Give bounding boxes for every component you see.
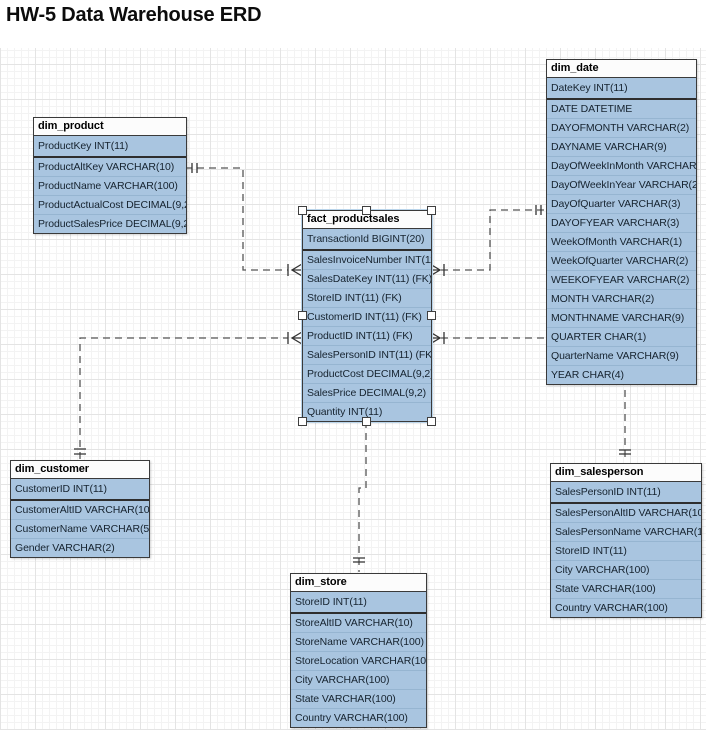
field-row[interactable]: Country VARCHAR(100) — [551, 598, 701, 617]
field-row[interactable]: CustomerAltID VARCHAR(10) — [15, 504, 149, 516]
field-row[interactable]: Gender VARCHAR(2) — [11, 538, 149, 557]
selection-handle[interactable] — [298, 311, 307, 320]
field-row[interactable]: StoreAltID VARCHAR(10) — [295, 617, 413, 629]
fields-section: ProductAltKey VARCHAR(10) ProductName VAR… — [34, 158, 186, 233]
field-row[interactable]: DayOfWeekInYear VARCHAR(2) — [547, 175, 696, 194]
selection-handle[interactable] — [298, 206, 307, 215]
field-row[interactable]: Country VARCHAR(100) — [291, 708, 426, 727]
field-row[interactable]: SalesPersonID INT(11) (FK) — [303, 345, 431, 364]
pk-section: StoreID INT(11) — [291, 592, 426, 614]
field-row[interactable]: SalesPersonID INT(11) — [555, 486, 661, 498]
pk-section: TransactionId BIGINT(20) — [303, 229, 431, 251]
field-row[interactable]: State VARCHAR(100) — [291, 689, 426, 708]
field-row[interactable]: QuarterName VARCHAR(9) — [547, 346, 696, 365]
fields-section: SalesPersonAltID VARCHAR(10) SalesPersonN… — [551, 504, 701, 617]
selection-handle[interactable] — [362, 417, 371, 426]
field-row[interactable]: DayOfWeekInMonth VARCHAR(2) — [547, 156, 696, 175]
field-row[interactable]: StoreID INT(11) (FK) — [303, 288, 431, 307]
fields-section: CustomerAltID VARCHAR(10) CustomerName VA… — [11, 501, 149, 557]
field-row[interactable]: ProductName VARCHAR(100) — [34, 176, 186, 195]
field-row[interactable]: DateKey INT(11) — [551, 82, 628, 94]
pk-section: DateKey INT(11) — [547, 78, 696, 100]
entity-dim-customer[interactable]: dim_customer CustomerID INT(11) Customer… — [10, 460, 150, 558]
field-row[interactable]: ProductID INT(11) (FK) — [303, 326, 431, 345]
pk-section: CustomerID INT(11) — [11, 479, 149, 501]
field-row[interactable]: SalesPrice DECIMAL(9,2) — [303, 383, 431, 402]
field-row[interactable]: WeekOfQuarter VARCHAR(2) — [547, 251, 696, 270]
field-row[interactable]: StoreLocation VARCHAR(100) — [291, 651, 426, 670]
field-row[interactable]: WeekOfMonth VARCHAR(1) — [547, 232, 696, 251]
table-title[interactable]: fact_productsales — [303, 211, 431, 229]
fields-section: StoreAltID VARCHAR(10) StoreName VARCHAR(… — [291, 614, 426, 727]
fields-section: SalesInvoiceNumber INT(11) SalesDateKey I… — [303, 251, 431, 421]
entity-fact-productsales[interactable]: fact_productsales TransactionId BIGINT(2… — [298, 206, 436, 426]
field-row[interactable]: StoreID INT(11) — [551, 541, 701, 560]
field-row[interactable]: YEAR CHAR(4) — [547, 365, 696, 384]
table-title[interactable]: dim_product — [34, 118, 186, 136]
fields-section: DATE DATETIME DAYOFMONTH VARCHAR(2)DAYNAM… — [547, 100, 696, 384]
pk-section: SalesPersonID INT(11) — [551, 482, 701, 504]
field-row[interactable]: TransactionId BIGINT(20) — [307, 233, 425, 245]
field-row[interactable]: CustomerName VARCHAR(50) — [11, 519, 149, 538]
selection-handle[interactable] — [362, 206, 371, 215]
field-row[interactable]: WEEKOFYEAR VARCHAR(2) — [547, 270, 696, 289]
table-title[interactable]: dim_customer — [11, 461, 149, 479]
field-row[interactable]: ProductSalesPrice DECIMAL(9,2) — [34, 214, 186, 233]
selection-handle[interactable] — [427, 311, 436, 320]
field-row[interactable]: DATE DATETIME — [551, 103, 633, 115]
field-row[interactable]: MONTHNAME VARCHAR(9) — [547, 308, 696, 327]
field-row[interactable]: SalesPersonName VARCHAR(100) — [551, 522, 701, 541]
field-row[interactable]: DayOfQuarter VARCHAR(3) — [547, 194, 696, 213]
entity-dim-salesperson[interactable]: dim_salesperson SalesPersonID INT(11) Sa… — [550, 463, 702, 618]
field-row[interactable]: ProductCost DECIMAL(9,2) — [303, 364, 431, 383]
field-row[interactable]: SalesInvoiceNumber INT(11) — [307, 254, 431, 266]
pk-section: ProductKey INT(11) — [34, 136, 186, 158]
entity-dim-store[interactable]: dim_store StoreID INT(11) StoreAltID VAR… — [290, 573, 427, 728]
field-row[interactable]: ProductAltKey VARCHAR(10) — [38, 161, 175, 173]
field-row[interactable]: ProductActualCost DECIMAL(9,2) — [34, 195, 186, 214]
entity-dim-product[interactable]: dim_product ProductKey INT(11) ProductAl… — [33, 117, 187, 234]
field-row[interactable]: City VARCHAR(100) — [291, 670, 426, 689]
selection-handle[interactable] — [427, 206, 436, 215]
table-title[interactable]: dim_store — [291, 574, 426, 592]
table-title[interactable]: dim_salesperson — [551, 464, 701, 482]
field-row[interactable]: ProductKey INT(11) — [38, 140, 129, 152]
field-row[interactable]: SalesPersonAltID VARCHAR(10) — [555, 507, 701, 519]
field-row[interactable]: DAYOFYEAR VARCHAR(3) — [547, 213, 696, 232]
field-row[interactable]: State VARCHAR(100) — [551, 579, 701, 598]
field-row[interactable]: CustomerID INT(11) (FK) — [303, 307, 431, 326]
field-row[interactable]: DAYOFMONTH VARCHAR(2) — [547, 118, 696, 137]
field-row[interactable]: MONTH VARCHAR(2) — [547, 289, 696, 308]
field-row[interactable]: DAYNAME VARCHAR(9) — [547, 137, 696, 156]
field-row[interactable]: Quantity INT(11) — [303, 402, 431, 421]
field-row[interactable]: CustomerID INT(11) — [15, 483, 107, 495]
field-row[interactable]: City VARCHAR(100) — [551, 560, 701, 579]
field-row[interactable]: StoreName VARCHAR(100) — [291, 632, 426, 651]
page-title: HW-5 Data Warehouse ERD — [6, 4, 262, 26]
field-row[interactable]: SalesDateKey INT(11) (FK) — [303, 269, 431, 288]
selection-handle[interactable] — [427, 417, 436, 426]
selection-handle[interactable] — [298, 417, 307, 426]
table-title[interactable]: dim_date — [547, 60, 696, 78]
field-row[interactable]: StoreID INT(11) — [295, 596, 367, 608]
field-row[interactable]: QUARTER CHAR(1) — [547, 327, 696, 346]
